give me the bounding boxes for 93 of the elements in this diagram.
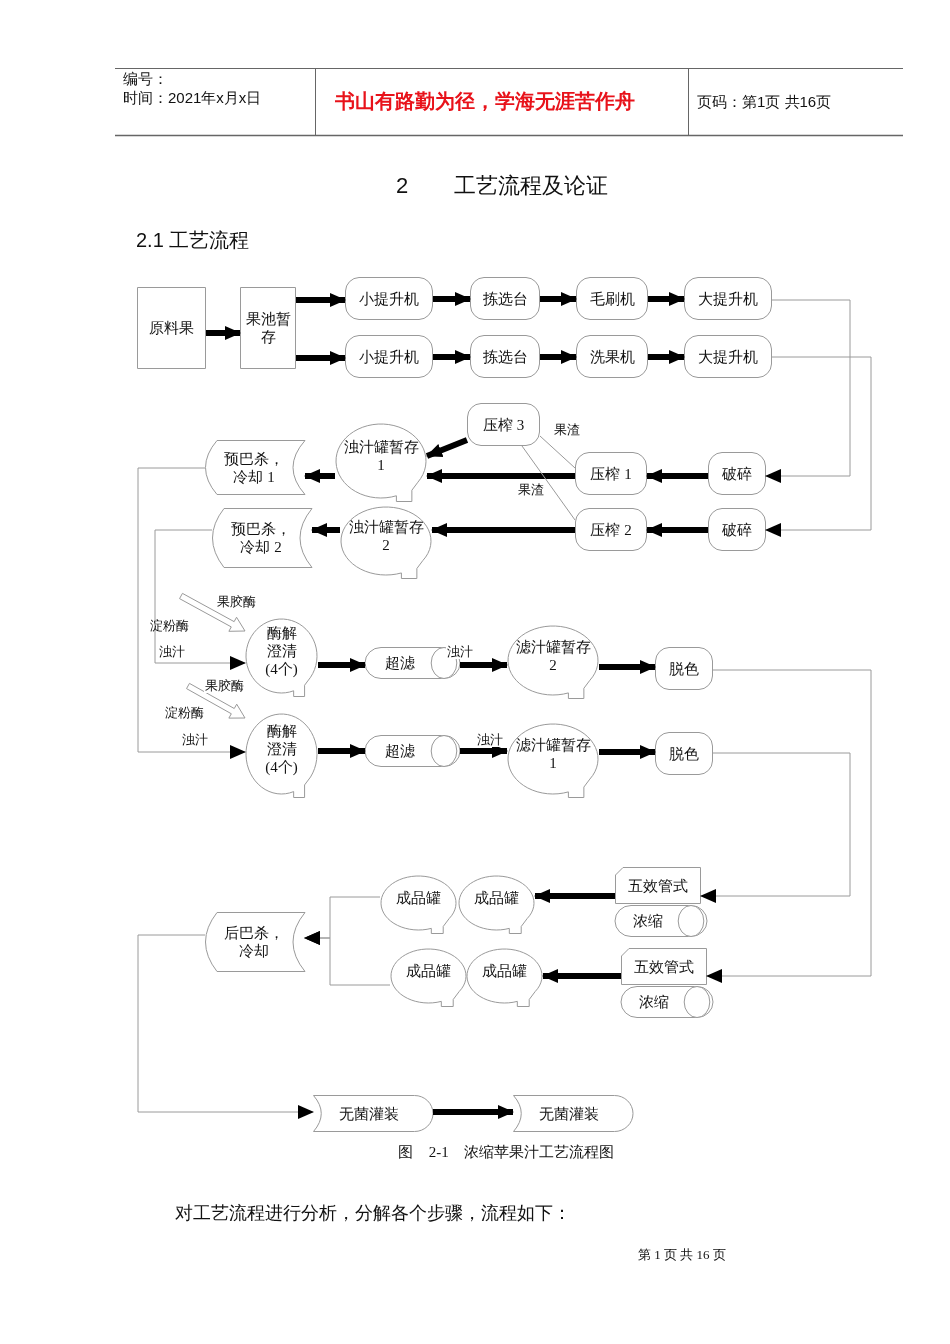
process-box: 破碎 (708, 452, 766, 495)
arrow (542, 969, 621, 983)
filter-cylinder: 超滤 (365, 735, 460, 767)
arrow (433, 1105, 514, 1119)
arrow (599, 660, 656, 674)
arrow (431, 523, 575, 537)
tank-shape: 成品罐 (390, 945, 467, 1007)
connector-arrow (304, 931, 391, 986)
process-box: 果池暂存 (240, 287, 296, 369)
tank-shape: 成品罐 (458, 872, 535, 934)
section-heading: 2.1 工艺流程 (136, 228, 250, 252)
arrow (296, 293, 346, 307)
arrow (433, 292, 471, 306)
connector-line (521, 445, 576, 521)
process-box: 拣选台 (470, 277, 540, 320)
process-box: 毛刷机 (576, 277, 648, 320)
tank-shape: 浊汁罐暂存 1 (335, 420, 427, 502)
arrow (648, 292, 685, 306)
body-text: 对工艺流程进行分析，分解各个步骤，流程如下： (175, 1203, 571, 1225)
process-box: 拣选台 (470, 335, 540, 378)
arrow (433, 350, 471, 364)
tank-shape: 滤汁罐暂存 1 (507, 720, 599, 798)
process-box: 五效管式 (621, 948, 707, 985)
filter-cylinder: 浓缩 (621, 986, 713, 1018)
tank-shape: 酶解澄清(4个) (245, 710, 318, 798)
process-box: 无菌灌装 (513, 1095, 633, 1132)
arrow (318, 658, 366, 672)
filter-cylinder: 浓缩 (615, 905, 707, 937)
enzyme-label: 淀粉酶 (150, 618, 189, 634)
arrow (460, 744, 508, 758)
header-text: 页码：第1页 共16页 (697, 93, 832, 111)
arrow (646, 469, 708, 483)
connector-arrow (137, 934, 314, 1119)
arrow (540, 350, 577, 364)
connector-arrow (706, 669, 872, 983)
process-box: 洗果机 (576, 335, 648, 378)
arrow (460, 658, 508, 672)
connector-line (539, 435, 576, 469)
tank-shape: 酶解澄清(4个) (245, 615, 318, 697)
tank-shape: 滤汁罐暂存 2 (507, 622, 599, 699)
process-box: 脱色 (655, 732, 713, 775)
arrow (311, 523, 340, 537)
edge-label: 浊汁 (446, 644, 474, 659)
process-box: 破碎 (708, 508, 766, 551)
connector-arrow (137, 467, 246, 759)
process-box: 五效管式 (615, 867, 701, 904)
connector-arrow (154, 529, 246, 670)
arrow (646, 523, 708, 537)
page-footer: 第 1 页 共 16 页 (638, 1247, 726, 1263)
edge-label: 果渣 (517, 482, 545, 497)
arrow (296, 351, 346, 365)
arrow (304, 469, 335, 483)
connector-arrow (700, 752, 851, 903)
arrow (206, 326, 241, 340)
process-box: 压榨 1 (575, 452, 647, 495)
arrow (648, 350, 685, 364)
enzyme-arrow (186, 682, 246, 719)
process-box: 预巴杀，冷却 1 (205, 440, 305, 495)
enzyme-arrow (179, 592, 246, 632)
process-box: 预巴杀，冷却 2 (212, 508, 312, 568)
process-box: 无菌灌装 (313, 1095, 433, 1132)
edge-label: 果胶酶 (216, 594, 257, 609)
process-box: 小提升机 (345, 335, 433, 378)
header-text: 编号： (123, 70, 168, 88)
edge-label: 浊汁 (181, 732, 209, 747)
tank-shape: 浊汁罐暂存 2 (340, 503, 432, 579)
edge-label: 浊汁 (158, 644, 186, 659)
process-box: 大提升机 (684, 277, 772, 320)
enzyme-label: 淀粉酶 (165, 705, 204, 721)
arrow (540, 292, 577, 306)
process-box: 压榨 3 (467, 403, 540, 446)
tank-shape: 成品罐 (466, 945, 543, 1007)
header-text: 时间：2021年x月x日 (123, 89, 262, 107)
edge-label: 果胶酶 (204, 678, 245, 693)
process-box: 后巴杀，冷却 (205, 912, 305, 972)
figure-caption: 图 2-1 浓缩苹果汁工艺流程图 (398, 1143, 615, 1162)
process-box: 压榨 2 (575, 508, 647, 551)
tank-shape: 成品罐 (380, 872, 457, 934)
connector-arrow (765, 356, 872, 537)
arrow (318, 744, 366, 758)
process-box: 原料果 (137, 287, 206, 369)
connector-arrow (765, 299, 851, 483)
process-box: 小提升机 (345, 277, 433, 320)
edge-label: 果渣 (553, 422, 581, 437)
process-box: 脱色 (655, 647, 713, 690)
arrow (426, 469, 575, 483)
arrow (599, 745, 656, 759)
process-box: 大提升机 (684, 335, 772, 378)
slogan-text: 书山有路勤为径，学海无涯苦作舟 (335, 89, 635, 113)
arrow (534, 889, 615, 903)
arrow (425, 437, 469, 459)
edge-label: 浊汁 (476, 732, 504, 747)
chapter-title: 2 工艺流程及论证 (396, 172, 609, 200)
